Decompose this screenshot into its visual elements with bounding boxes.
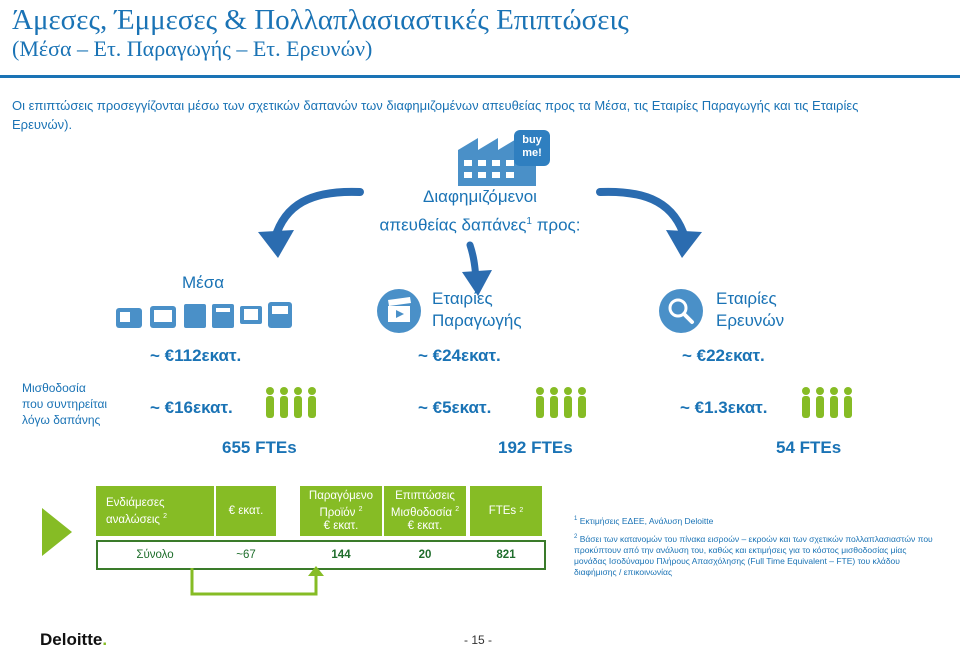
clapperboard-icon <box>377 289 421 333</box>
footnote-1-sup: 1 <box>574 516 578 522</box>
footnote-2-text: Βάσει των κατανομών του πίνακα εισροών –… <box>574 533 933 577</box>
production-spend: ~ €24εκατ. <box>418 346 501 365</box>
col4-line3: € εκατ. <box>407 520 443 533</box>
page-subtitle: (Μέσα – Ετ. Παραγωγής – Ετ. Ερευνών) <box>12 36 373 61</box>
research-header-line2: Ερευνών <box>716 311 785 330</box>
col4-sup: 2 <box>455 505 460 513</box>
table-row <box>96 540 546 570</box>
badge-line2: me! <box>522 147 542 159</box>
production-payroll: ~ €5εκατ. <box>418 398 492 417</box>
table-header-output: Παραγόμενο Προϊόν 2 € εκατ. <box>300 486 382 536</box>
footnote-1: 1 Εκτιμήσεις ΕΔΕΕ, Ανάλυση Deloitte <box>574 514 924 527</box>
col3-line1: Παραγόμενο <box>308 489 374 502</box>
footnote-2-sup: 2 <box>574 534 578 540</box>
people-icon <box>266 387 316 418</box>
table-header-unit: € εκατ. <box>216 486 276 536</box>
center-title-line2-text: απευθείας δαπάνες <box>379 215 527 235</box>
research-spend: ~ €22εκατ. <box>682 346 765 365</box>
media-header: Μέσα <box>182 273 225 292</box>
footnote-2: 2 Βάσει των κατανομών του πίνακα εισροών… <box>574 532 936 578</box>
col3-line3: € εκατ. <box>323 520 359 533</box>
buy-me-badge: buy me! <box>514 130 550 166</box>
logo-dot: . <box>102 630 108 649</box>
center-title-line1: Διαφημιζόμενοι <box>423 187 537 206</box>
research-ftes: 54 FTEs <box>776 438 842 457</box>
table-header-intermediate: Ενδιάμεσες αναλώσεις 2 <box>96 486 214 536</box>
side-label-line1: Μισθοδοσία <box>22 381 86 395</box>
media-spend: ~ €112εκατ. <box>150 346 242 365</box>
page-title: Άμεσες, Έμμεσες & Πολλαπλασιαστικές Επιπ… <box>12 4 629 36</box>
research-header-line1: Εταιρίες <box>716 289 777 308</box>
media-ftes: 655 FTEs <box>222 438 297 457</box>
col4-line2: Μισθοδοσία <box>390 506 452 519</box>
newspaper-icon <box>212 304 234 328</box>
col4-line1: Επιπτώσεις <box>395 489 455 502</box>
side-label-line2: που συντηρείται <box>22 397 108 411</box>
intro-text: Οι επιπτώσεις προσεγγίζονται μέσω των σχ… <box>12 98 859 132</box>
research-header: Εταιρίες Ερευνών <box>716 288 784 332</box>
center-title-line2: απευθείας δαπάνες1 προς: <box>360 209 600 238</box>
production-header-line1: Εταιρίες <box>432 289 493 308</box>
production-header-line2: Παραγωγής <box>432 311 522 330</box>
total-ftes: 821 <box>496 549 516 561</box>
col5-label: FTEs <box>488 505 517 517</box>
production-ftes: 192 FTEs <box>498 438 573 457</box>
col1-sup: 2 <box>163 512 168 520</box>
center-title-sup: 1 <box>526 216 532 227</box>
people-icon <box>802 387 852 418</box>
research-payroll: ~ €1.3εκατ. <box>680 398 768 417</box>
magnifier-icon <box>659 289 703 333</box>
flow-arrows <box>258 187 702 296</box>
logo-text: Deloitte <box>40 630 103 649</box>
col5-sup: 2 <box>519 507 524 514</box>
total-output: 144 <box>331 549 351 561</box>
total-payroll: 20 <box>418 549 432 561</box>
media-payroll: ~ €16εκατ. <box>150 398 233 417</box>
people-icon <box>536 387 586 418</box>
total-intermediate: ~67 <box>236 549 256 561</box>
badge-line1: buy <box>522 134 542 146</box>
connector-line <box>190 566 324 596</box>
footnote-1-text: Εκτιμήσεις ΕΔΕΕ, Ανάλυση Deloitte <box>577 515 714 526</box>
deloitte-logo: Deloitte. <box>40 630 107 650</box>
page-number: - 15 - <box>464 633 493 647</box>
billboard-icon <box>268 302 292 328</box>
magazine-icon <box>184 304 206 328</box>
center-title: Διαφημιζόμενοι απευθείας δαπάνες1 προς: <box>360 184 600 238</box>
table-header-ftes: FTEs 2 <box>470 486 542 536</box>
table-header-payroll: Επιπτώσεις Μισθοδοσία 2 € εκατ. <box>384 486 466 536</box>
col3-line2: Προϊόν <box>319 506 356 519</box>
title-divider <box>0 75 960 78</box>
side-label-line3: λόγω δαπάνης <box>22 413 101 427</box>
total-label: Σύνολο <box>136 549 174 561</box>
production-header: Εταιρίες Παραγωγής <box>432 288 522 332</box>
play-arrow-icon <box>42 508 72 556</box>
col1-line1: Ενδιάμεσες <box>106 496 165 509</box>
center-title-line2-suffix: προς: <box>531 215 581 235</box>
media-icons <box>116 302 292 328</box>
col3-sup: 2 <box>358 505 363 513</box>
payroll-side-label: Μισθοδοσία που συντηρείται λόγω δαπάνης <box>22 380 107 428</box>
col1-line2: αναλώσεις <box>106 513 160 526</box>
